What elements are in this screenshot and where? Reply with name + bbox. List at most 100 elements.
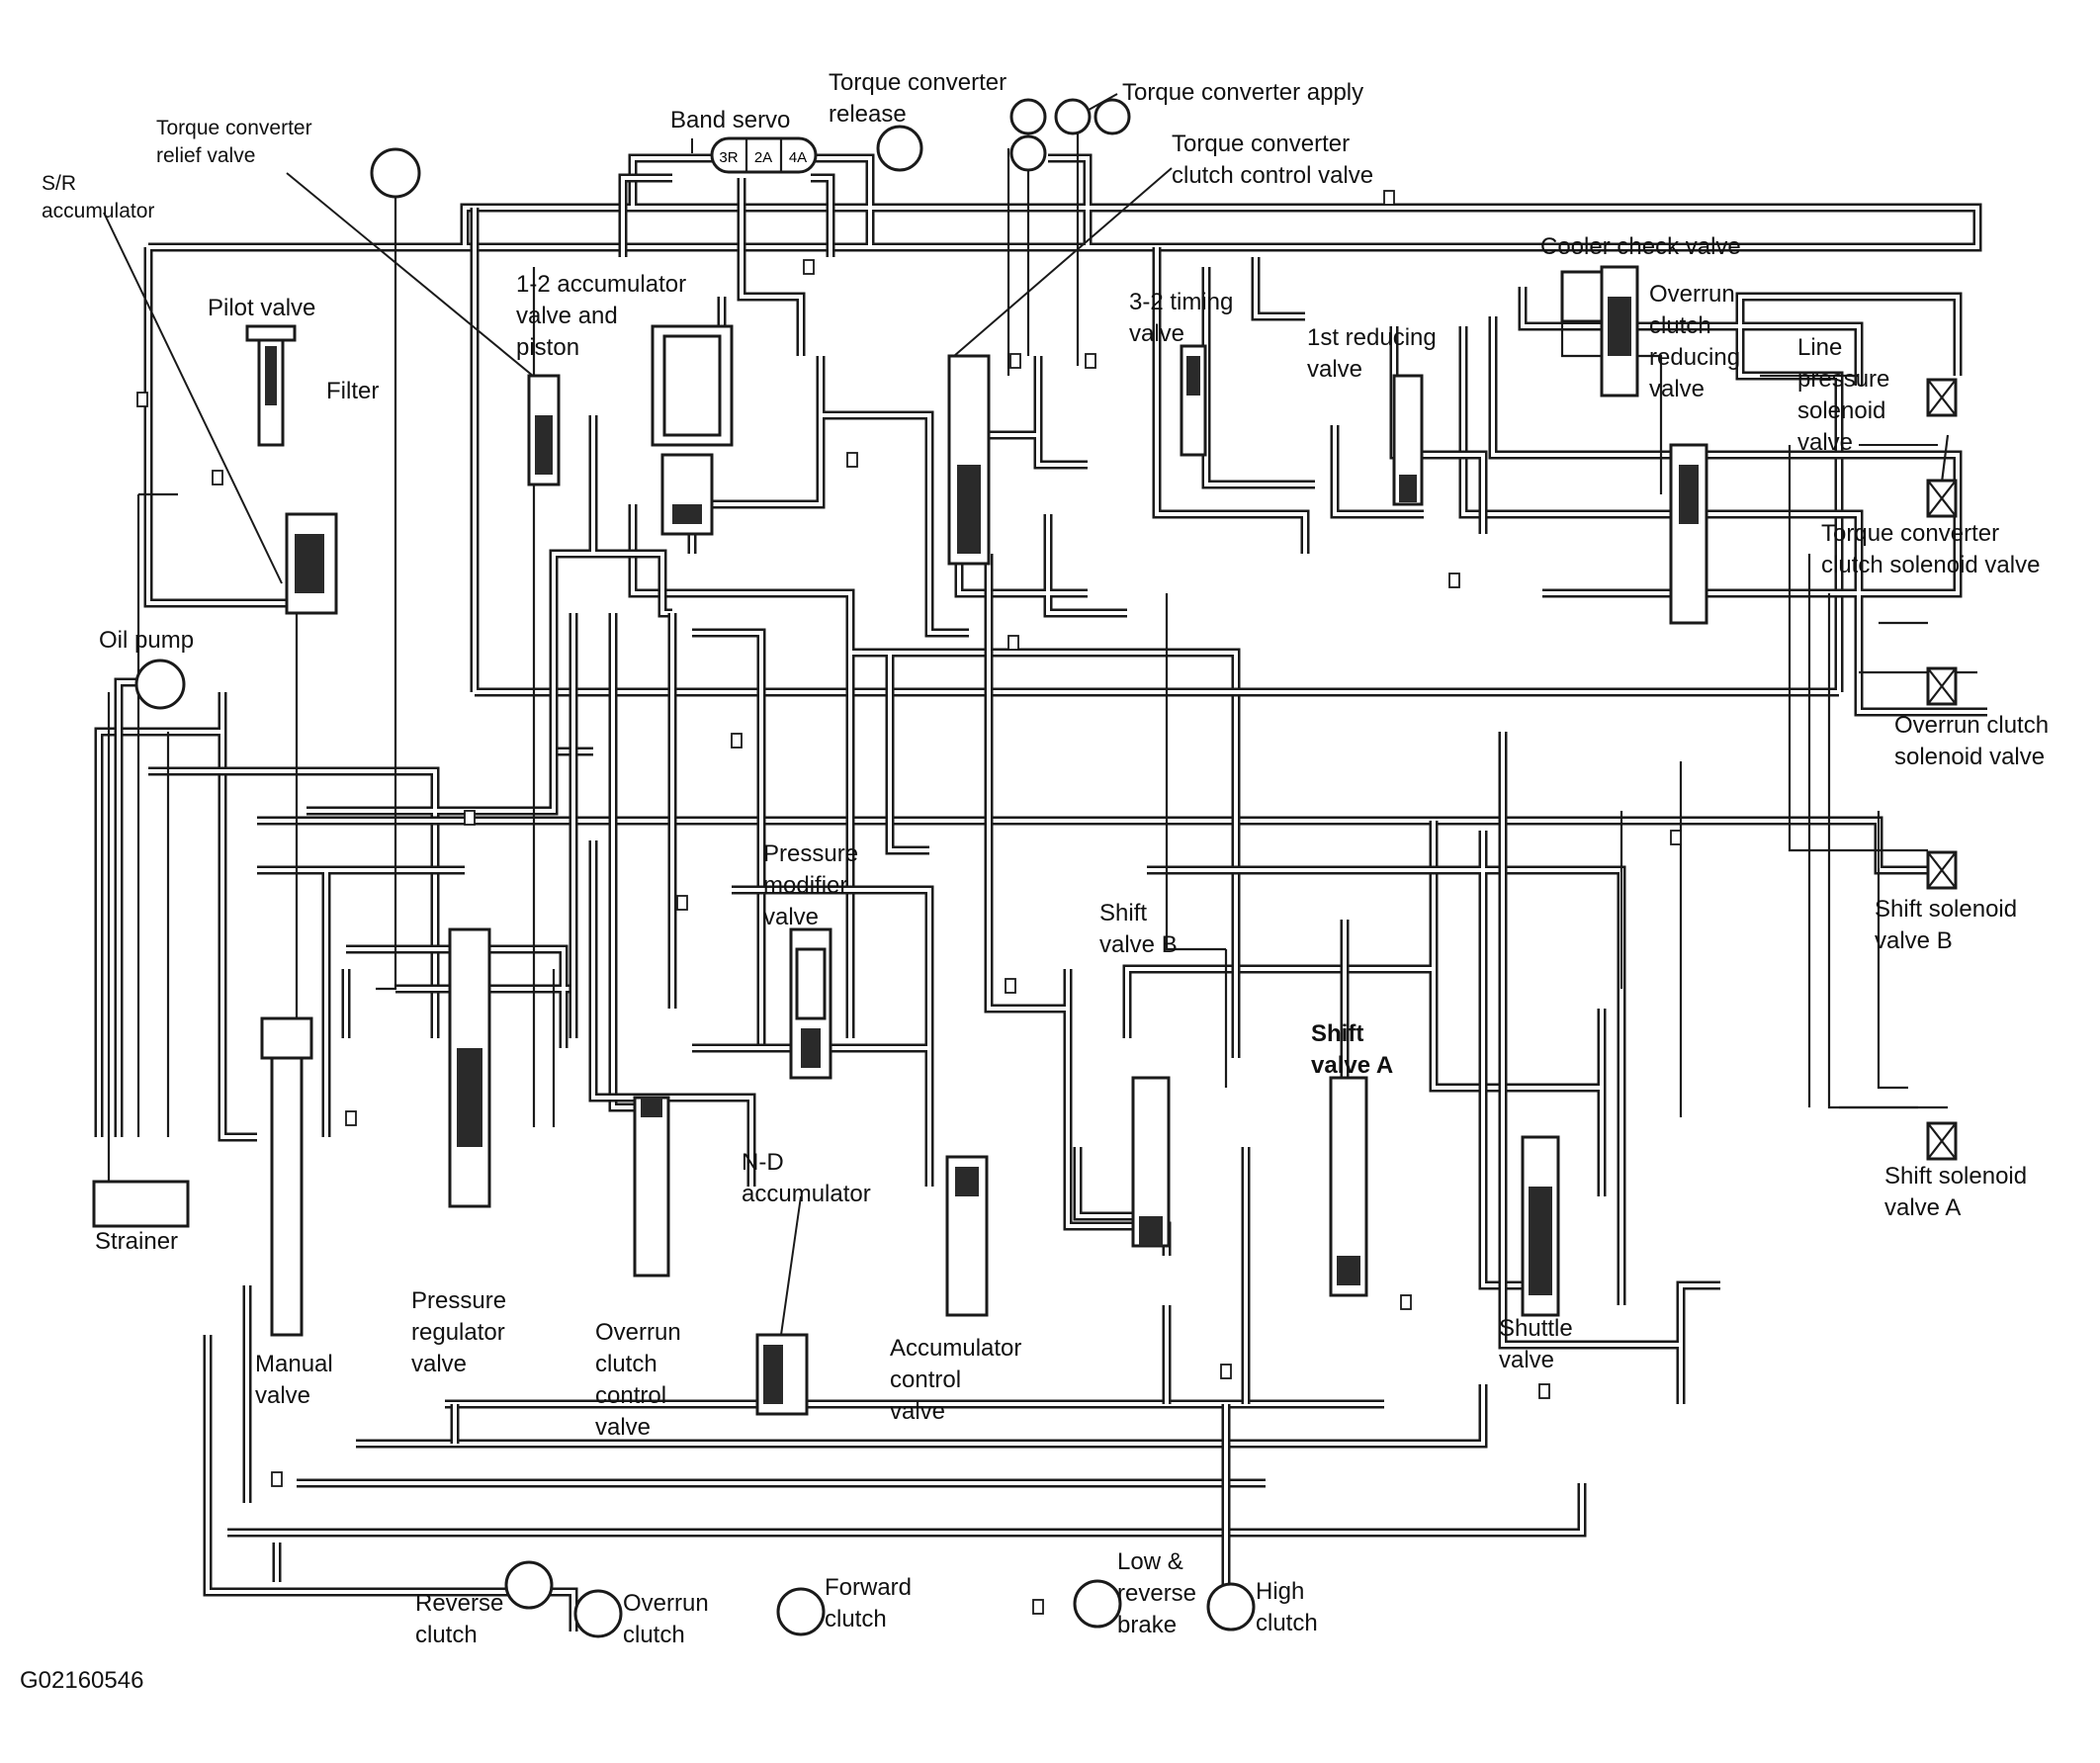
- passage-core: [146, 156, 1979, 605]
- label-high-clutch: High clutch: [1256, 1578, 1318, 1636]
- tc-apply-port-2: [1054, 98, 1092, 135]
- shuttle-upper-valve-body: [1669, 443, 1708, 625]
- leader-nd-accumulator: [780, 1195, 802, 1336]
- label-overrun-solenoid: Overrun clutch solenoid valve: [1894, 712, 2050, 770]
- passage-core: [1155, 247, 1315, 554]
- timing-32-valve-body: [1180, 344, 1207, 457]
- passage-core: [97, 692, 257, 1139]
- passage-center-5: [628, 504, 1241, 1058]
- label-overrun-reducing-valve: Overrun clutch reducing valve: [1649, 281, 1741, 402]
- strainer-body: [92, 1180, 190, 1228]
- label-pressure-regulator: Pressure regulator valve: [411, 1287, 507, 1377]
- shift-solenoid-a: [1926, 1121, 1958, 1161]
- band-servo-body: 3R 2A 4A: [710, 136, 818, 174]
- figure-id: G02160546: [20, 1667, 144, 1694]
- label-cooler-check-valve: Cooler check valve: [1540, 233, 1741, 260]
- line-pressure-solenoid: [1926, 378, 1958, 417]
- shift-valve-b-body: [1131, 1076, 1171, 1248]
- valves: [245, 265, 1708, 1416]
- drain-line: [1619, 761, 1683, 1117]
- overrun-reducing-valve-body: [1600, 265, 1639, 397]
- passage-core: [117, 680, 593, 1137]
- passage-pump-line: [114, 677, 593, 1137]
- drain-lines: [107, 119, 1977, 1187]
- band-servo-port: 3R: [719, 149, 738, 166]
- label-tc-apply: Torque converter apply: [1122, 79, 1364, 106]
- label-12-accumulator: 1-2 accumulator valve and piston: [516, 271, 687, 361]
- sr-accumulator-body: [285, 512, 338, 615]
- tc-release-port: [876, 125, 923, 172]
- tcc-solenoid: [1926, 479, 1958, 518]
- label-tcc-control-valve: Torque converter clutch control valve: [1172, 131, 1374, 189]
- forward-clutch-port: [776, 1587, 826, 1636]
- passage-core: [1501, 732, 1720, 1404]
- accumulator-12-body: [651, 324, 734, 536]
- label-32-timing-valve: 3-2 timing valve: [1129, 289, 1234, 347]
- shift-valve-a-body: [1329, 1076, 1368, 1297]
- label-tc-relief-valve: Torque converter relief valve: [156, 117, 312, 167]
- label-band-servo: Band servo: [670, 107, 791, 133]
- drain-line: [1788, 445, 1928, 852]
- nd-accumulator-body: [755, 1333, 809, 1416]
- passage-core: [631, 504, 1238, 1058]
- reverse-clutch-port: [504, 1560, 554, 1610]
- pilot-valve-body: [245, 324, 297, 447]
- label-pilot-valve: Pilot valve: [208, 295, 316, 321]
- label-overrun-clutch: Overrun clutch: [623, 1590, 709, 1648]
- accumulator-control-valve-body: [945, 1155, 989, 1317]
- leader-relief-valve: [286, 172, 540, 382]
- passage-mid-network: [569, 613, 766, 1112]
- label-low-reverse-brake: Low & reverse brake: [1117, 1548, 1197, 1638]
- drain-line: [1165, 593, 1228, 1088]
- band-servo-port: 2A: [754, 149, 772, 166]
- overrun-clutch-port: [573, 1589, 623, 1638]
- passage-middle-horizontal: [257, 816, 1928, 1137]
- label-overrun-control-valve: Overrun clutch control valve: [595, 1319, 681, 1441]
- shuttle-valve-body: [1521, 1135, 1560, 1317]
- label-shuttle-valve: Shuttle valve: [1499, 1315, 1573, 1373]
- band-servo-port: 4A: [789, 149, 807, 166]
- tc-apply-port-3: [1094, 98, 1131, 135]
- pressure-modifier-valve-body: [789, 927, 832, 1080]
- passage-core: [257, 819, 1928, 1137]
- label-nd-accumulator: N-D accumulator: [742, 1149, 871, 1207]
- passage-core: [571, 613, 763, 1109]
- label-line-pressure-solenoid: Line pressure solenoid valve: [1797, 334, 1890, 456]
- drain-line: [136, 178, 397, 1187]
- orifices: [136, 190, 1682, 1615]
- label-tcc-solenoid: Torque converter clutch solenoid valve: [1821, 520, 2041, 578]
- label-leaders: [103, 93, 1938, 1336]
- leader-tcc-control: [953, 167, 1173, 357]
- port-top-left: [370, 147, 421, 199]
- overrun-control-valve-body: [633, 1096, 670, 1278]
- label-1st-reducing-valve: 1st reducing valve: [1307, 324, 1437, 383]
- label-shift-solenoid-a: Shift solenoid valve A: [1884, 1163, 2028, 1221]
- label-shift-valve-b: Shift valve B: [1099, 900, 1178, 958]
- solenoids: [1926, 378, 1958, 1161]
- passage-core: [621, 176, 832, 356]
- pressure-regulator-valve-body: [448, 927, 491, 1208]
- label-oil-pump: Oil pump: [99, 627, 195, 654]
- label-shift-valve-a: Shift valve A: [1311, 1020, 1394, 1079]
- label-accumulator-control: Accumulator control valve: [890, 1335, 1022, 1425]
- oil-pump-port: [134, 659, 186, 710]
- drain-line: [107, 692, 170, 1187]
- low-reverse-brake-port: [1073, 1579, 1122, 1629]
- label-reverse-clutch: Reverse clutch: [415, 1590, 504, 1648]
- passage-core: [206, 1285, 575, 1631]
- label-tc-release: Torque converter release: [829, 69, 1007, 128]
- passage-core: [1125, 821, 1604, 1196]
- pressure-ports: [134, 98, 1256, 1638]
- high-clutch-port: [1206, 1582, 1256, 1631]
- tc-apply-port-1: [1009, 98, 1047, 135]
- tc-apply-port-4: [1009, 134, 1047, 172]
- label-forward-clutch: Forward clutch: [825, 1574, 913, 1632]
- overrun-clutch-solenoid: [1926, 666, 1958, 706]
- passage-core: [227, 1384, 1584, 1535]
- label-filter: Filter: [326, 378, 380, 404]
- label-sr-accumulator: S/R accumulator: [42, 172, 155, 222]
- relief-valve-body: [527, 374, 561, 486]
- tcc-control-valve-body: [947, 354, 991, 566]
